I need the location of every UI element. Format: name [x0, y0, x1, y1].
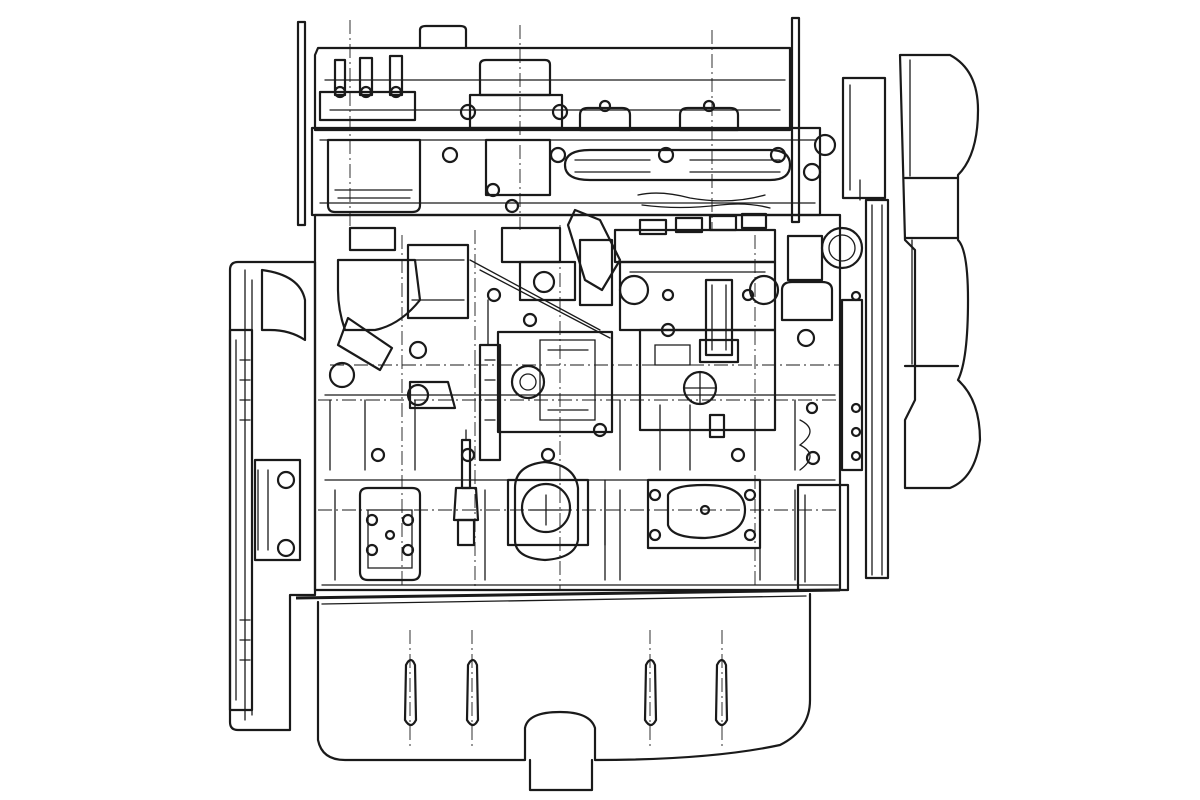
starter-flange — [506, 460, 606, 562]
injector-row — [318, 54, 422, 214]
mounting-pad-right — [646, 478, 762, 550]
oil-pan — [295, 588, 841, 792]
oil-filter-bracket — [328, 226, 470, 410]
mounting-pad-left — [358, 486, 422, 582]
cooling-fan — [898, 53, 982, 490]
timing-cover — [796, 298, 864, 592]
intake-housing — [459, 58, 569, 197]
rocker-caps — [578, 99, 740, 132]
flywheel-housing — [228, 260, 317, 732]
exhaust-manifold — [441, 133, 837, 214]
centre-lines — [330, 225, 840, 590]
water-pump — [780, 226, 864, 348]
governor-linkage — [469, 208, 622, 346]
dipstick-sensor — [452, 429, 480, 547]
feed-pump — [478, 330, 614, 462]
fan-belt — [841, 76, 890, 580]
